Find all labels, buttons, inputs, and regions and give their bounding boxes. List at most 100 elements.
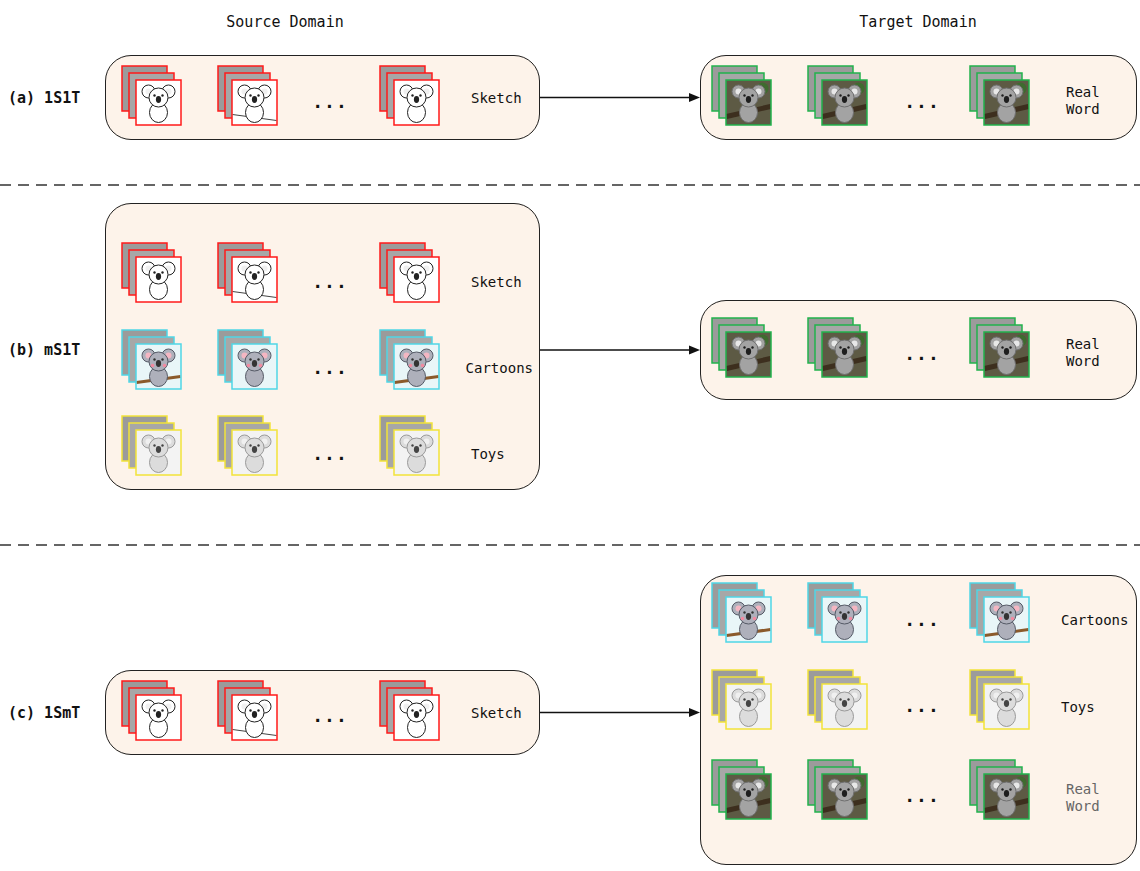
stack-front-border [726,332,771,377]
stack-front-border [232,80,277,125]
image-stack [122,66,181,125]
koala-eye [751,611,753,613]
image-ground [726,80,771,125]
koala-cheek [247,364,251,368]
koala-head [407,88,426,107]
koala-nose [414,446,419,453]
koala-eye [847,698,849,700]
koala-eye [257,358,259,360]
koala-cheek [409,364,413,368]
koala-eye [249,709,251,711]
koala-eye [411,94,413,96]
koala-nose [156,273,161,280]
koala-eye [743,698,745,700]
stack-front-border [394,430,439,475]
koala-nose [1004,348,1009,355]
image-ground [394,344,439,389]
image-ground [822,684,867,729]
koala-head [997,88,1016,107]
koala-nose [252,273,257,280]
koala-eye [1001,788,1003,790]
koala-cheek [837,617,841,621]
koala-head [149,703,168,722]
koala-eye [743,94,745,96]
koala-eye [847,788,849,790]
koala-eye [1001,94,1003,96]
koala-nose [156,446,161,453]
koala-head [407,265,426,284]
ellipsis-mark: ... [904,343,940,365]
setting-label: (b) mS1T [8,341,80,359]
koala-eye [743,611,745,613]
arrow-shaft [540,712,689,714]
image-ground [394,695,439,740]
image-stack [712,670,771,729]
domain-name: Sketch [471,705,522,723]
koala-eye [839,346,841,348]
image-ground [232,344,277,389]
stack-front-border [822,597,867,642]
image-stack [808,670,867,729]
koala-nose [414,360,419,367]
ellipsis-mark: ... [312,443,348,465]
stack-front-border [984,684,1029,729]
koala-nose [842,613,847,620]
koala-eye [1009,611,1011,613]
koala-head [739,340,758,359]
koala-eye [153,94,155,96]
image-ground [984,332,1029,377]
koala-cheek [151,364,155,368]
koala-nose [252,96,257,103]
koala-eye [161,94,163,96]
koala-head [739,88,758,107]
image-stack [970,318,1029,377]
koala-nose [414,273,419,280]
koala-head [739,782,758,801]
koala-head [835,88,854,107]
stack-front-border [136,257,181,302]
koala-nose [746,613,751,620]
stack-front-border [136,430,181,475]
domain-name: Real Word [1066,336,1112,371]
koala-eye [751,94,753,96]
image-stack [218,330,277,389]
stack-front-border [984,80,1029,125]
ellipsis-mark: ... [312,91,348,113]
image-stack [122,243,181,302]
stack-front-border [232,430,277,475]
koala-eye [249,444,251,446]
stack-front-border [984,332,1029,377]
koala-eye [1009,788,1011,790]
stack-front-border [136,695,181,740]
setting-label: (c) 1SmT [8,704,80,722]
box-fill [105,670,540,755]
box-fill [105,55,540,140]
koala-head [835,782,854,801]
koala-eye [257,94,259,96]
image-ground [822,774,867,819]
ellipsis-mark: ... [312,357,348,379]
domain-name: Real Word [1066,84,1112,119]
koala-cheek [999,617,1003,621]
stack-front-border [232,257,277,302]
koala-eye [411,271,413,273]
koala-head [997,692,1016,711]
koala-eye [161,358,163,360]
koala-eye [1009,94,1011,96]
koala-eye [847,346,849,348]
koala-nose [414,711,419,718]
image-ground [232,80,277,125]
image-ground [394,257,439,302]
domain-name: Sketch [471,274,522,292]
koala-eye [257,709,259,711]
koala-nose [1004,613,1009,620]
koala-head [149,265,168,284]
image-stack [380,330,439,389]
koala-nose [156,360,161,367]
koala-nose [842,348,847,355]
column-heading: Source Domain [226,13,343,31]
koala-head [245,438,264,457]
koala-nose [252,360,257,367]
koala-eye [161,271,163,273]
image-ground [984,597,1029,642]
